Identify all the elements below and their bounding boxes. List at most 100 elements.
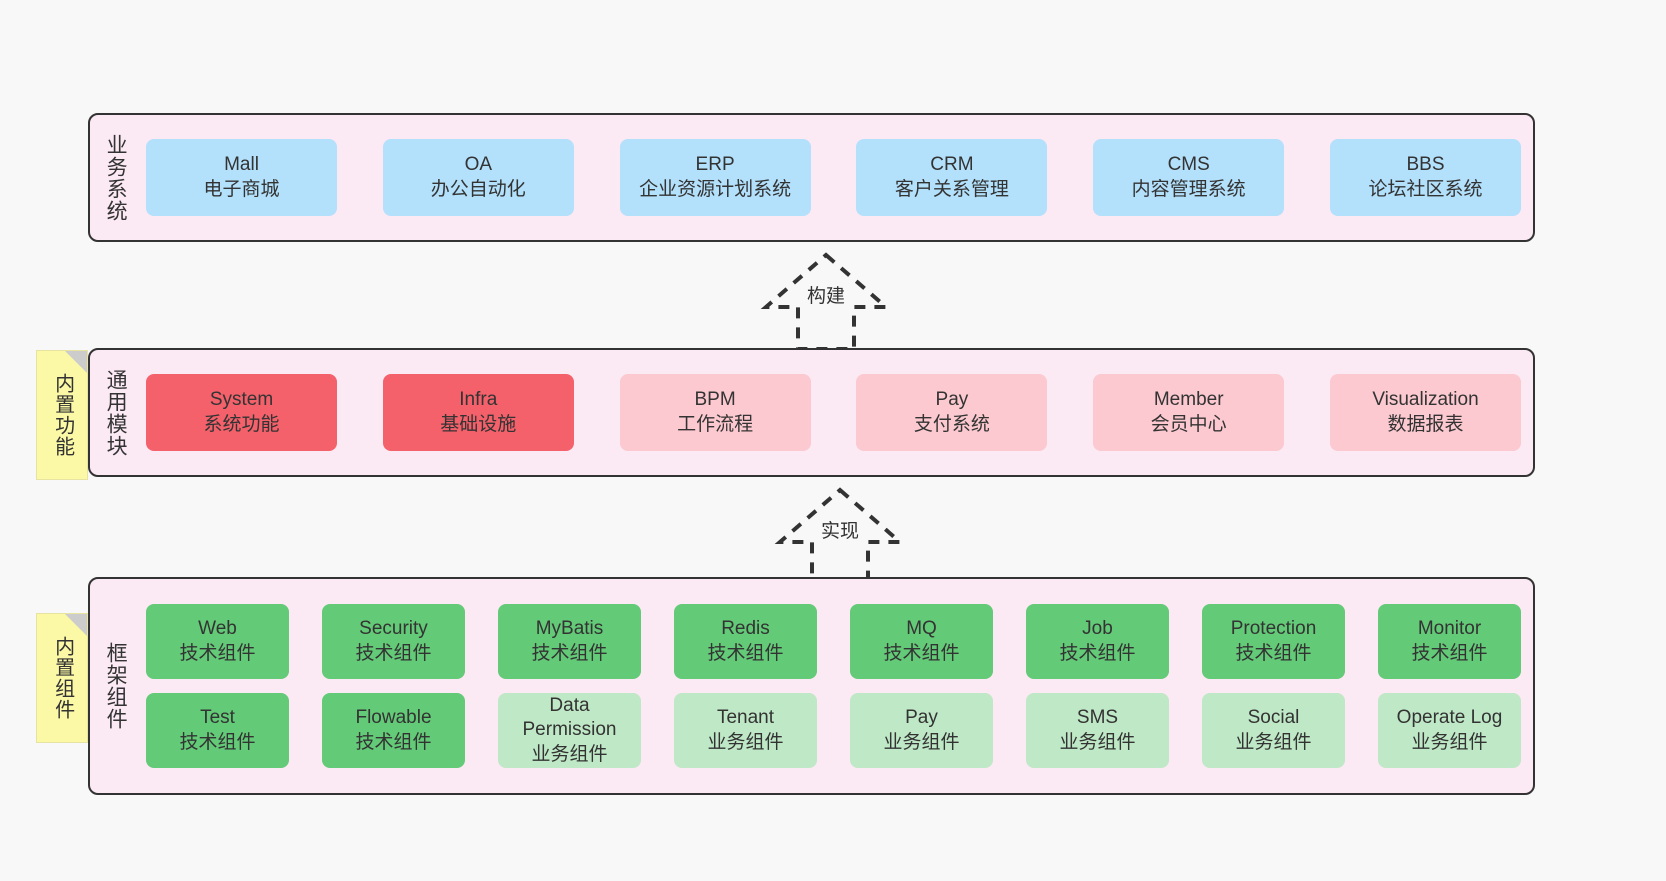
node-pay-module[interactable]: Pay 支付系统 (856, 374, 1048, 451)
node-en-label: Protection (1230, 618, 1317, 640)
node-en-label: Mall (224, 154, 259, 176)
node-cn-label: 工作流程 (677, 413, 754, 435)
sticky-note-builtin-features: 内置功能 (36, 350, 88, 480)
connector-build-label: 构建 (806, 286, 845, 307)
node-crm[interactable]: CRM 客户关系管理 (856, 139, 1048, 216)
node-visualization[interactable]: Visualization 数据报表 (1329, 374, 1521, 451)
node-tenant[interactable]: Tenant 业务组件 (674, 693, 817, 768)
node-cn-label: 客户关系管理 (894, 178, 1009, 200)
node-en-label: CRM (930, 154, 974, 176)
node-social[interactable]: Social 业务组件 (1202, 693, 1345, 768)
node-cn-label: 技术组件 (531, 642, 608, 664)
node-en-label: CMS (1167, 154, 1210, 176)
sticky-note-label: 内置组件 (51, 636, 74, 720)
node-cn-label: 业务组件 (707, 731, 784, 753)
node-en-label: Pay (935, 389, 969, 411)
node-cn-label: 技术组件 (883, 642, 960, 664)
node-cms[interactable]: CMS 内容管理系统 (1093, 139, 1285, 216)
node-sms[interactable]: SMS 业务组件 (1026, 693, 1169, 768)
node-monitor[interactable]: Monitor 技术组件 (1378, 604, 1521, 679)
node-en-label: Member (1153, 389, 1224, 411)
sticky-fold-corner (65, 614, 87, 636)
node-cn-label: 技术组件 (179, 731, 256, 753)
framework-row-business: Test 技术组件 Flowable 技术组件 Data Permission … (146, 693, 1521, 768)
layer-body-framework: Web 技术组件 Security 技术组件 MyBatis 技术组件 Redi… (140, 579, 1533, 793)
layer-body-common: System 系统功能 Infra 基础设施 BPM 工作流程 Pay 支付系统… (140, 350, 1533, 475)
node-cn-label: 办公自动化 (430, 178, 526, 200)
node-flowable[interactable]: Flowable 技术组件 (322, 693, 465, 768)
node-en-label: BPM (694, 389, 736, 411)
node-cn-label: 技术组件 (1411, 642, 1488, 664)
node-en-label: Redis (721, 618, 770, 640)
node-mall[interactable]: Mall 电子商城 (146, 139, 337, 216)
layer-common-modules: 通用模块 System 系统功能 Infra 基础设施 BPM 工作流程 Pay… (88, 348, 1535, 477)
node-mq[interactable]: MQ 技术组件 (850, 604, 993, 679)
layer-title-framework: 框架组件 (104, 642, 128, 730)
node-test[interactable]: Test 技术组件 (146, 693, 289, 768)
node-en-label: Monitor (1417, 618, 1482, 640)
node-en-label: Tenant (716, 707, 775, 729)
node-redis[interactable]: Redis 技术组件 (674, 604, 817, 679)
node-cn-label: 系统功能 (203, 413, 280, 435)
node-security[interactable]: Security 技术组件 (322, 604, 465, 679)
layer-body-business: Mall 电子商城 OA 办公自动化 ERP 企业资源计划系统 CRM 客户关系… (140, 115, 1533, 240)
node-mybatis[interactable]: MyBatis 技术组件 (498, 604, 641, 679)
layer-title-common: 通用模块 (104, 368, 128, 457)
node-en-label: Infra (459, 389, 498, 411)
node-bbs[interactable]: BBS 论坛社区系统 (1329, 139, 1521, 216)
node-cn-label: 会员中心 (1150, 413, 1227, 435)
node-pay-component[interactable]: Pay 业务组件 (850, 693, 993, 768)
node-en-label: Job (1082, 618, 1113, 640)
connector-build: 构建 (726, 249, 926, 354)
node-en-label: Pay (905, 707, 938, 729)
node-en-label: MyBatis (535, 618, 604, 640)
node-bpm[interactable]: BPM 工作流程 (619, 374, 811, 451)
node-erp[interactable]: ERP 企业资源计划系统 (619, 139, 811, 216)
node-en-label: Operate Log (1396, 707, 1503, 729)
node-en-label: Visualization (1372, 389, 1479, 411)
node-operate-log[interactable]: Operate Log 业务组件 (1378, 693, 1521, 768)
node-cn-label: 技术组件 (707, 642, 784, 664)
node-cn-label: 技术组件 (355, 731, 432, 753)
node-en-label: Web (198, 618, 237, 640)
node-cn-label: 业务组件 (1059, 731, 1136, 753)
node-cn-label: 技术组件 (1235, 642, 1312, 664)
node-web[interactable]: Web 技术组件 (146, 604, 289, 679)
node-protection[interactable]: Protection 技术组件 (1202, 604, 1345, 679)
node-en-label: MQ (906, 618, 937, 640)
node-infra[interactable]: Infra 基础设施 (382, 374, 574, 451)
node-cn-label: 业务组件 (1235, 731, 1312, 753)
connector-implement-label: 实现 (820, 521, 859, 542)
node-data-permission[interactable]: Data Permission 业务组件 (498, 693, 641, 768)
node-job[interactable]: Job 技术组件 (1026, 604, 1169, 679)
node-en-label: System (209, 389, 274, 411)
node-en-label: SMS (1076, 707, 1119, 729)
connector-implement: 实现 (740, 484, 940, 589)
layer-framework-components: 框架组件 Web 技术组件 Security 技术组件 MyBatis 技术组件… (88, 577, 1535, 795)
sticky-note-label: 内置功能 (51, 373, 74, 457)
node-en-label: ERP (695, 154, 735, 176)
node-cn-label: 技术组件 (355, 642, 432, 664)
node-cn-label: 业务组件 (531, 743, 608, 765)
node-en-label: Flowable (355, 707, 432, 729)
node-cn-label: 基础设施 (440, 413, 517, 435)
node-cn-label: 支付系统 (913, 413, 990, 435)
node-en-label: Test (200, 707, 235, 729)
node-cn-label: 内容管理系统 (1131, 178, 1246, 200)
node-cn-label: 业务组件 (883, 731, 960, 753)
node-en-label: Data Permission (522, 695, 617, 741)
layer-business-systems: 业务系统 Mall 电子商城 OA 办公自动化 ERP 企业资源计划系统 CRM… (88, 113, 1535, 242)
node-cn-label: 论坛社区系统 (1368, 178, 1483, 200)
layer-title-business: 业务系统 (104, 133, 128, 222)
node-en-label: Social (1247, 707, 1300, 729)
node-en-label: Security (359, 618, 428, 640)
node-cn-label: 企业资源计划系统 (639, 178, 792, 200)
node-cn-label: 技术组件 (179, 642, 256, 664)
sticky-fold-corner (65, 351, 87, 373)
framework-row-tech: Web 技术组件 Security 技术组件 MyBatis 技术组件 Redi… (146, 604, 1521, 679)
node-oa[interactable]: OA 办公自动化 (382, 139, 574, 216)
node-cn-label: 数据报表 (1387, 413, 1464, 435)
node-cn-label: 技术组件 (1059, 642, 1136, 664)
node-member[interactable]: Member 会员中心 (1093, 374, 1285, 451)
node-system[interactable]: System 系统功能 (146, 374, 337, 451)
